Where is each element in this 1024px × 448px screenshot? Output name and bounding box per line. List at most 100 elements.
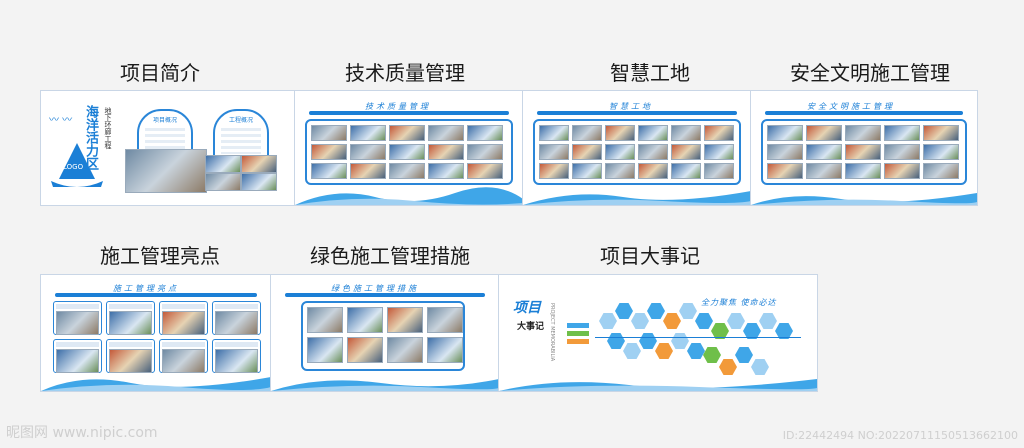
photo <box>704 163 734 179</box>
photo <box>389 144 425 160</box>
site-aerial-photo <box>125 149 207 193</box>
photo <box>539 163 569 179</box>
hex-cell <box>743 323 761 339</box>
photo <box>605 163 635 179</box>
photo <box>389 125 425 141</box>
site-photo-1 <box>205 155 241 173</box>
header-bar <box>309 111 509 115</box>
photo <box>845 144 881 160</box>
sail-logo: LOGO <box>49 141 105 189</box>
photo <box>671 144 701 160</box>
hex-cell <box>655 343 673 359</box>
hex-cell <box>759 313 777 329</box>
photo <box>56 311 99 335</box>
photo-frame <box>305 119 513 185</box>
overview-label-1: 项目概况 <box>152 117 177 124</box>
photo <box>162 311 205 335</box>
photo <box>539 144 569 160</box>
tag-3 <box>567 339 589 344</box>
header-bar <box>285 293 485 297</box>
hex-cell <box>735 347 753 363</box>
photo <box>56 349 99 373</box>
site-photo-3 <box>205 173 241 191</box>
photo <box>467 163 503 179</box>
hex-cell <box>751 359 769 375</box>
photo <box>845 163 881 179</box>
photo <box>307 337 343 363</box>
panel-title-green: 绿色施工管理措施 <box>310 244 470 268</box>
hex-cell <box>679 303 697 319</box>
highlight-card <box>159 339 208 373</box>
hex-cell <box>703 347 721 363</box>
panel-title-smart-site: 智慧工地 <box>610 61 690 85</box>
panel-title-project-intro: 项目简介 <box>120 61 200 85</box>
site-photo-2 <box>241 155 277 173</box>
wave-decoration <box>295 187 523 205</box>
photo <box>845 125 881 141</box>
photo <box>638 163 668 179</box>
wave-decoration <box>41 377 271 391</box>
panel-title-safety: 安全文明施工管理 <box>790 61 950 85</box>
board-smart-site: 智慧工地 <box>522 90 752 206</box>
photo <box>671 125 701 141</box>
photo-grid <box>767 125 959 179</box>
photo <box>311 144 347 160</box>
photo <box>767 163 803 179</box>
heading-main: 项目 <box>513 300 541 316</box>
photo <box>350 144 386 160</box>
photo <box>350 125 386 141</box>
wave-decoration <box>523 191 751 205</box>
highlight-card <box>159 301 208 335</box>
photo <box>109 311 152 335</box>
photo <box>671 163 701 179</box>
highlight-card <box>106 301 155 335</box>
photo-frame <box>301 301 465 371</box>
watermark-left: 昵图网 www.nipic.com <box>6 425 158 441</box>
hex-cell <box>663 313 681 329</box>
wave-decoration <box>499 379 817 391</box>
hex-cell <box>719 359 737 375</box>
photo-grid <box>311 125 503 179</box>
photo-frame <box>761 119 967 185</box>
photo <box>109 349 152 373</box>
photo <box>215 311 258 335</box>
photo <box>572 125 602 141</box>
photo <box>704 144 734 160</box>
hex-cell <box>647 303 665 319</box>
header-bar <box>765 111 963 115</box>
photo <box>884 144 920 160</box>
highlight-card <box>106 339 155 373</box>
photo <box>884 163 920 179</box>
photo <box>427 337 463 363</box>
sub-title-text: 地下环廊工程 <box>104 107 112 149</box>
header-bar-text: 施工管理亮点 <box>113 284 179 293</box>
photo <box>387 307 423 333</box>
photo <box>162 349 205 373</box>
photo <box>347 337 383 363</box>
tag-2 <box>567 331 589 336</box>
panel-title-tech-quality: 技术质量管理 <box>345 61 465 85</box>
photo <box>350 163 386 179</box>
hex-cell <box>711 323 729 339</box>
logo-text: LOGO <box>63 163 84 171</box>
header-bar <box>537 111 737 115</box>
timeline-line <box>595 337 801 338</box>
slogan-text: 全力聚焦 使命必达 <box>701 298 777 307</box>
photo <box>767 125 803 141</box>
photo <box>311 163 347 179</box>
gull-icon: 〰 〰 <box>49 115 73 126</box>
hex-cell <box>623 343 641 359</box>
photo <box>215 349 258 373</box>
photo <box>427 307 463 333</box>
hex-cell <box>687 343 705 359</box>
board-tech-quality: 技术质量管理 <box>294 90 524 206</box>
hex-cell <box>775 323 793 339</box>
board-project-intro: 〰 〰 海洋活力区 地下环廊工程 LOGO 项目概况 工程概况 <box>40 90 296 206</box>
site-photo-4 <box>241 173 277 191</box>
photo <box>806 125 842 141</box>
photo <box>767 144 803 160</box>
board-highlights: 施工管理亮点 <box>40 274 272 392</box>
photo <box>307 307 343 333</box>
highlight-card <box>212 339 261 373</box>
photo <box>428 163 464 179</box>
